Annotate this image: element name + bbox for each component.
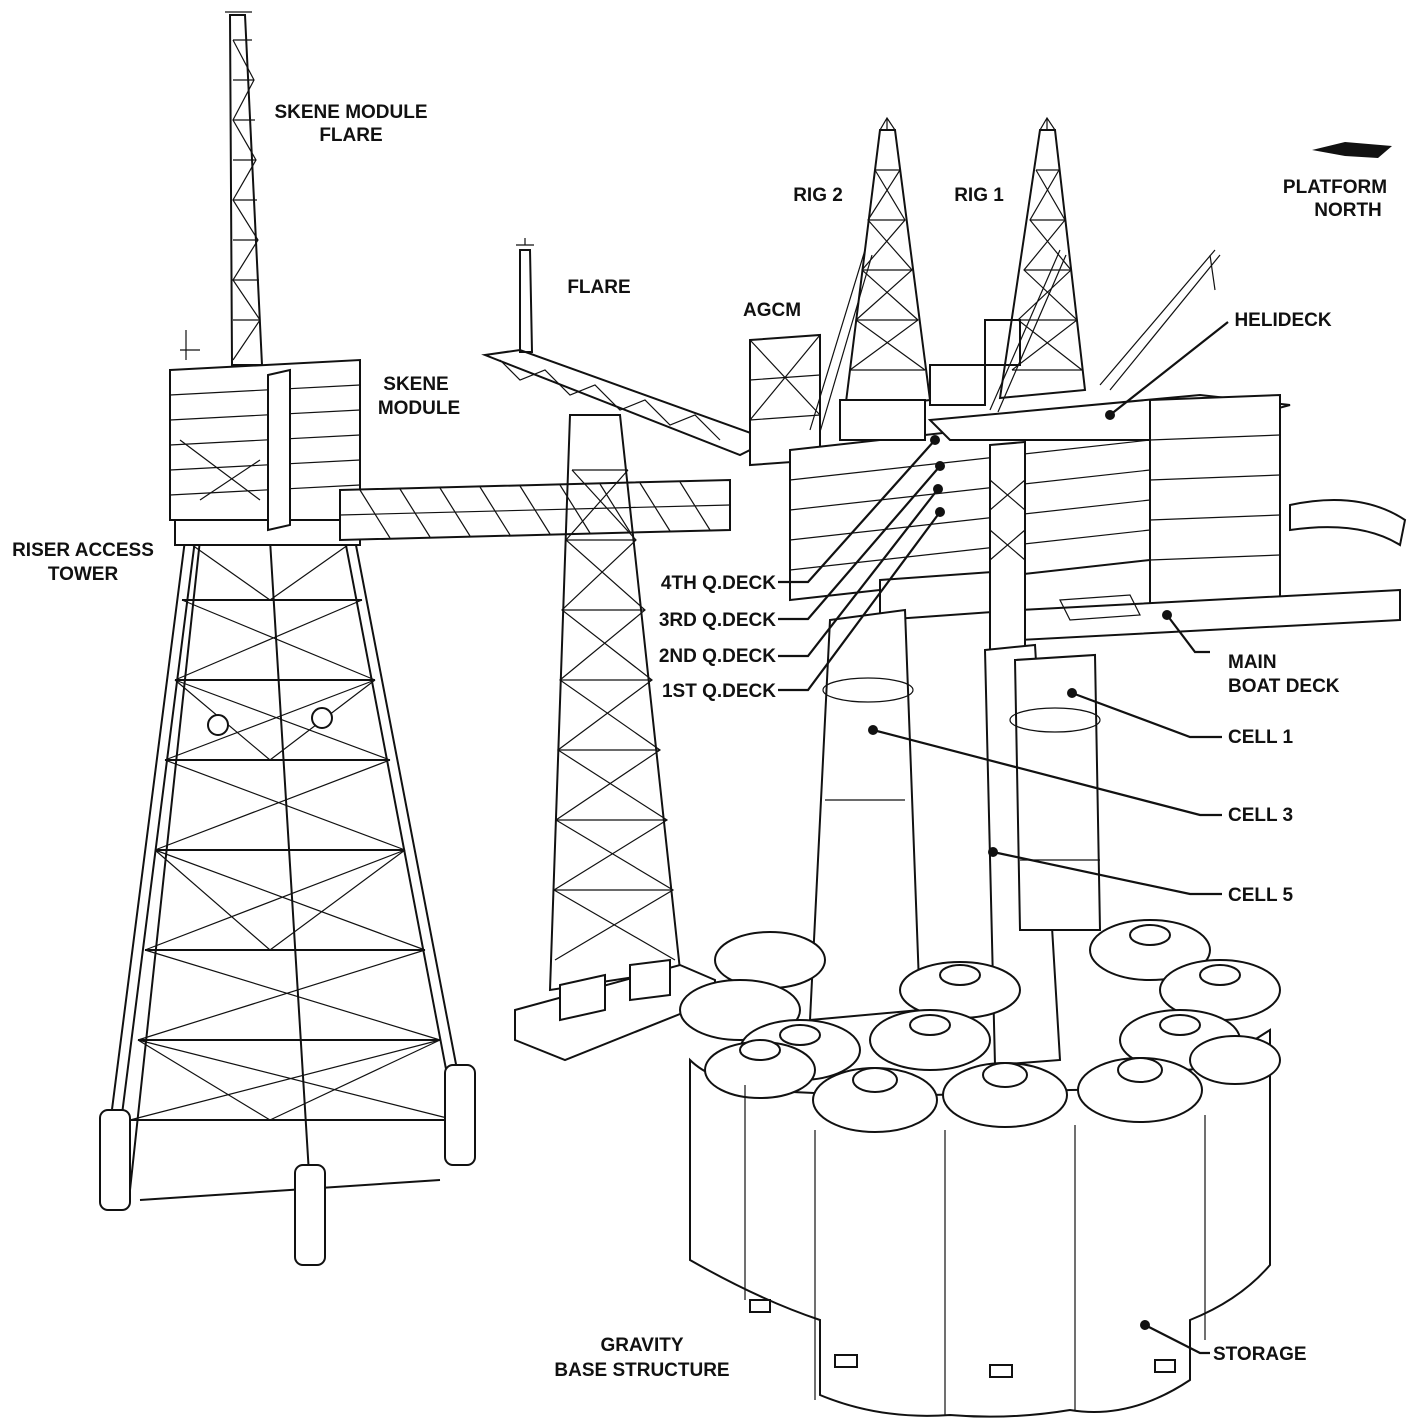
label-skene-module-flare-line1: SKENE MODULE: [274, 102, 427, 123]
label-cell-3: CELL 3: [1228, 805, 1293, 826]
label-main-boat-deck-line2: BOAT DECK: [1228, 676, 1340, 697]
label-rig-2: RIG 2: [793, 185, 843, 206]
label-riser-access-tower-line1: RISER ACCESS: [12, 540, 154, 561]
north-arrow-icon: [1312, 142, 1392, 158]
label-gravity-base-line1: GRAVITY: [600, 1335, 683, 1356]
label-helideck: HELIDECK: [1234, 310, 1331, 331]
label-storage: STORAGE: [1213, 1344, 1307, 1365]
label-gravity-base-line2: BASE STRUCTURE: [554, 1360, 729, 1381]
gravity-base-structure: [679, 608, 1281, 1418]
label-rig-1: RIG 1: [954, 185, 1004, 206]
flare-tower: [514, 414, 716, 1062]
rig-1: [989, 116, 1087, 413]
label-skene-module-flare-line2: FLARE: [319, 125, 382, 146]
topsides: [749, 249, 1407, 654]
riser-access-tower: [99, 519, 476, 1266]
bridge: [339, 478, 731, 542]
label-platform-north-line1: PLATFORM: [1283, 177, 1387, 198]
label-platform-north-line2: NORTH: [1314, 200, 1382, 221]
label-flare: FLARE: [567, 277, 630, 298]
label-cell-5: CELL 5: [1228, 885, 1294, 906]
label-4th-q-deck: 4TH Q.DECK: [661, 573, 776, 594]
label-riser-access-tower-line2: TOWER: [48, 564, 119, 585]
skene-module: [169, 358, 361, 532]
label-2nd-q-deck: 2ND Q.DECK: [659, 646, 776, 667]
skene-module-flare: [180, 11, 264, 366]
label-main-boat-deck-line1: MAIN: [1228, 652, 1277, 673]
leader-lines: [778, 321, 1229, 1355]
label-agcm: AGCM: [743, 300, 801, 321]
label-skene-module-line2: MODULE: [378, 398, 460, 419]
labels: SKENE MODULE FLARE SKENE MODULE RISER AC…: [12, 102, 1387, 1381]
label-1st-q-deck: 1ST Q.DECK: [662, 681, 776, 702]
rig-2: [809, 116, 932, 441]
label-cell-1: CELL 1: [1228, 727, 1294, 748]
leader-dots: [868, 410, 1172, 1330]
label-skene-module-line1: SKENE: [383, 374, 448, 395]
label-3rd-q-deck: 3RD Q.DECK: [659, 610, 776, 631]
flare-boom: [481, 238, 773, 457]
